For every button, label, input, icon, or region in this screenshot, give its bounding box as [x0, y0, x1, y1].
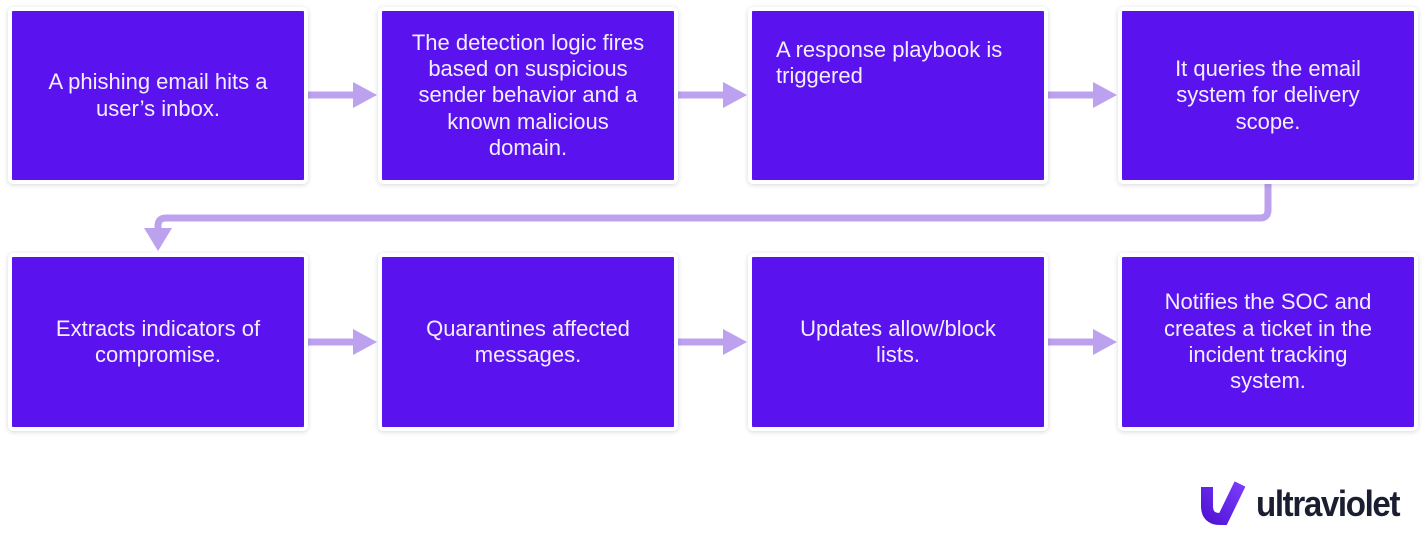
- flow-step-2-text: The detection logic fires based on suspi…: [411, 29, 645, 161]
- flow-step-7-text: Updates allow/block lists.: [800, 315, 996, 367]
- flow-step-4: It queries the email system for delivery…: [1118, 7, 1418, 184]
- flow-step-8-text: Notifies the SOC and creates a ticket in…: [1164, 289, 1372, 394]
- flow-step-2: The detection logic fires based on suspi…: [378, 7, 678, 184]
- flow-step-3-text: A response playbook is triggered: [776, 37, 1003, 89]
- arrow-step4-step5-elbow: [144, 184, 1272, 251]
- arrow-step2-step3: [678, 82, 747, 108]
- flow-step-5: Extracts indicators of compromise.: [8, 253, 308, 431]
- flow-step-6: Quarantines affected messages.: [378, 253, 678, 431]
- flow-step-7: Updates allow/block lists.: [748, 253, 1048, 431]
- ultraviolet-logo-icon: [1199, 481, 1247, 527]
- arrow-step1-step2: [308, 82, 377, 108]
- arrow-step7-step8: [1048, 329, 1117, 355]
- arrow-step6-step7: [678, 329, 747, 355]
- brand-logo: ultraviolet: [1199, 481, 1412, 527]
- flow-step-5-text: Extracts indicators of compromise.: [55, 315, 261, 367]
- flow-step-3: A response playbook is triggered: [748, 7, 1048, 184]
- flow-step-4-text: It queries the email system for delivery…: [1175, 55, 1361, 134]
- arrow-step5-step6: [308, 329, 377, 355]
- flow-step-1: A phishing email hits a user’s inbox.: [8, 7, 308, 184]
- arrow-step3-step4: [1048, 82, 1117, 108]
- flow-step-8: Notifies the SOC and creates a ticket in…: [1118, 253, 1418, 431]
- ultraviolet-wordmark: ultraviolet: [1256, 483, 1400, 524]
- flow-step-1-text: A phishing email hits a user’s inbox.: [48, 69, 268, 121]
- flow-step-6-text: Quarantines affected messages.: [426, 315, 630, 367]
